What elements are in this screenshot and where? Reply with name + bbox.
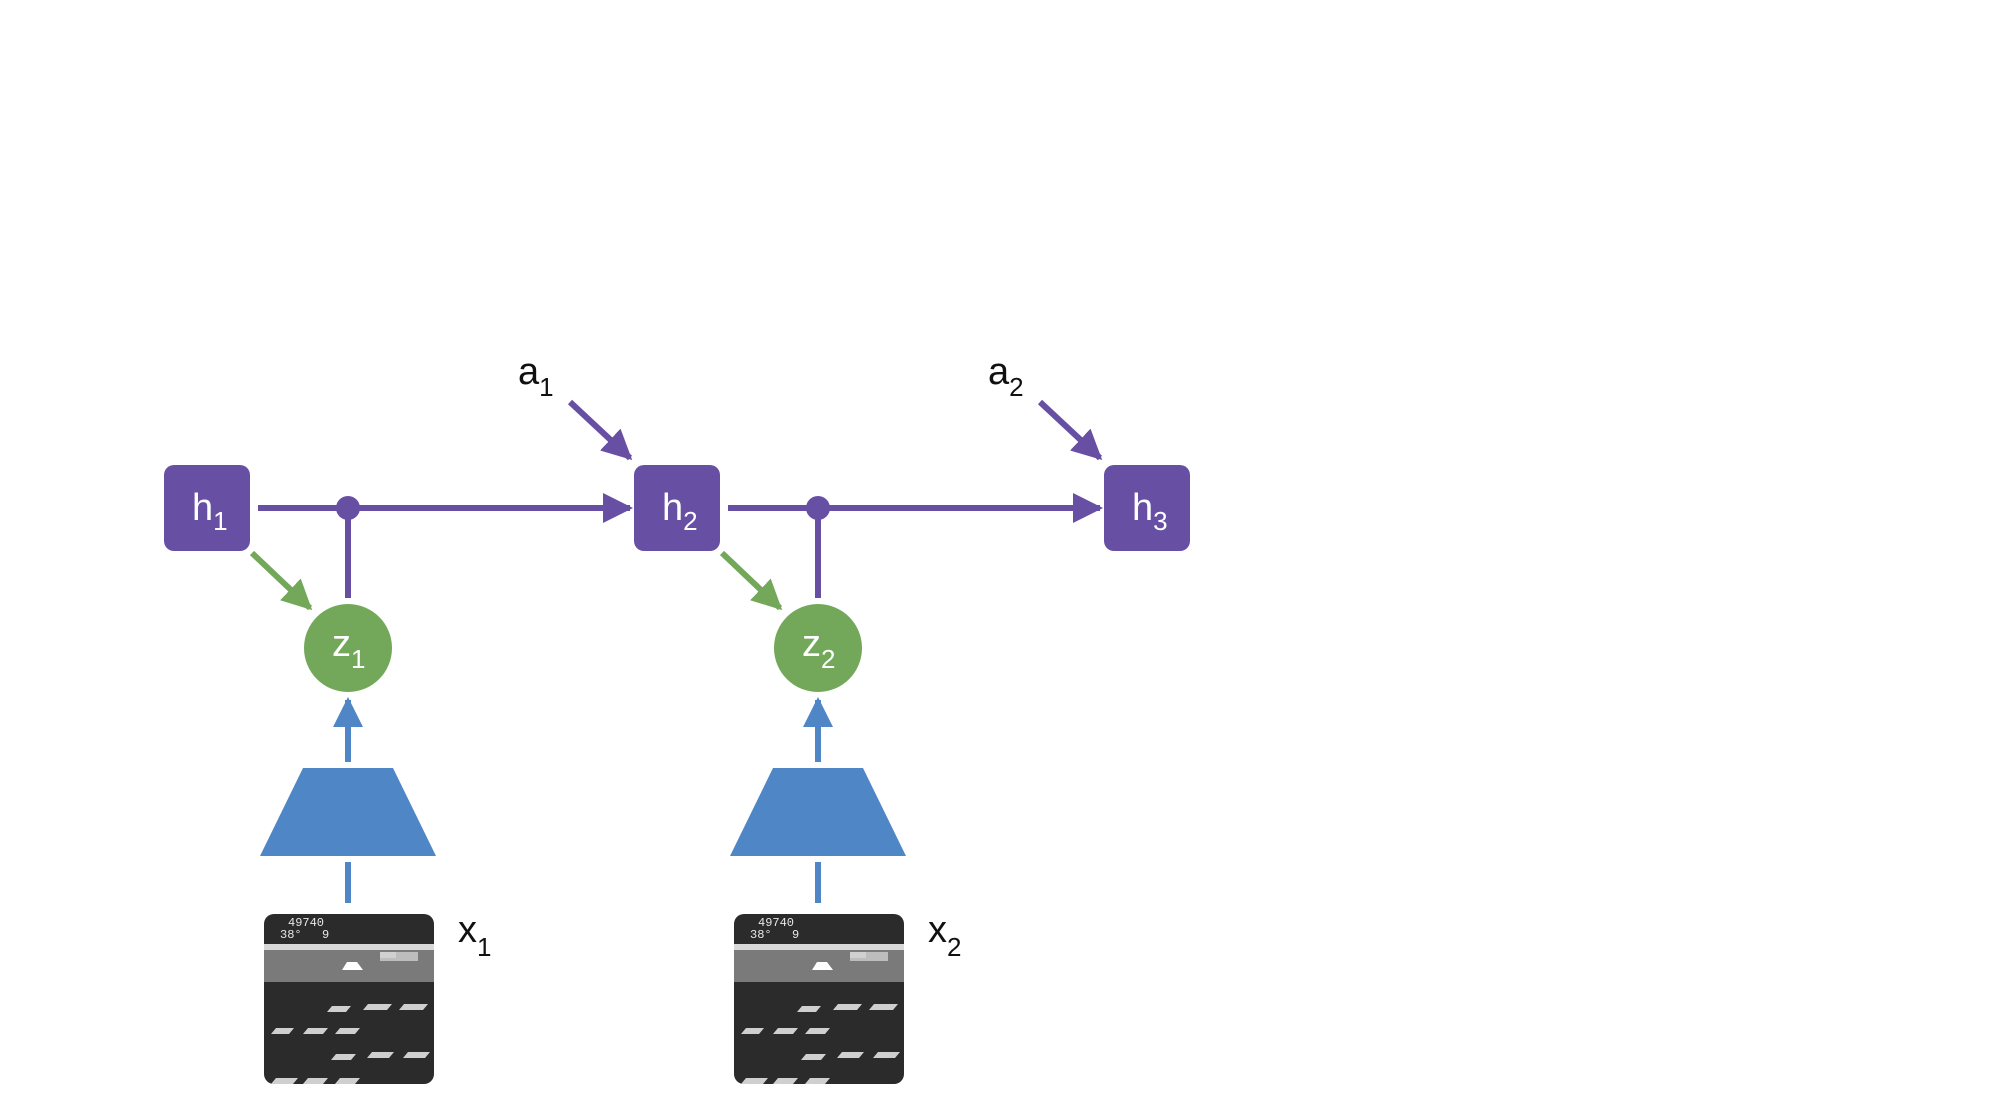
action-label-a1: a1 [518, 351, 554, 402]
x1-label: x [458, 909, 477, 951]
a1-sub: 1 [539, 372, 553, 402]
observation-label-x2: x2 [928, 909, 961, 962]
frame2-score: 49740 [758, 916, 794, 930]
x2-label: x [928, 909, 947, 951]
h2-label: h [662, 487, 683, 529]
h3-sub: 3 [1153, 506, 1167, 536]
merge-dot-2 [806, 496, 830, 520]
frame1-score: 49740 [288, 916, 324, 930]
svg-text:h3: h3 [1132, 487, 1168, 536]
latent-z1: z1 [304, 604, 392, 692]
merge-dot-1 [336, 496, 360, 520]
hidden-state-h3: h3 [1104, 465, 1190, 551]
observation-frame-x1: 49740 38° 9 [264, 914, 434, 1084]
h2-sub: 2 [683, 506, 697, 536]
encoder-1 [260, 768, 436, 856]
observation-frame-x2: 49740 38° 9 [734, 914, 904, 1084]
frame2-temp: 38° [750, 928, 772, 942]
frame1-lives: 9 [322, 928, 329, 942]
a2-label: a [988, 351, 1010, 393]
encoder-2 [730, 768, 906, 856]
prior-arrow-h1-z1 [249, 550, 313, 611]
x1-sub: 1 [477, 932, 491, 962]
action-arrow-a1 [567, 399, 633, 461]
a1-label: a [518, 351, 540, 393]
frame1-temp: 38° [280, 928, 302, 942]
frame2-lives: 9 [792, 928, 799, 942]
prior-arrow-h2-z2 [719, 550, 783, 611]
action-label-a2: a2 [988, 351, 1024, 402]
z2-label: z [802, 623, 821, 665]
h1-sub: 1 [213, 506, 227, 536]
z1-sub: 1 [351, 644, 365, 674]
svg-text:h2: h2 [662, 487, 698, 536]
z2-sub: 2 [821, 644, 835, 674]
hidden-state-h1: h1 [164, 465, 250, 551]
h3-label: h [1132, 487, 1153, 529]
svg-text:z2: z2 [802, 623, 835, 674]
latent-z2: z2 [774, 604, 862, 692]
x2-sub: 2 [947, 932, 961, 962]
h1-label: h [192, 487, 213, 529]
svg-text:z1: z1 [332, 623, 365, 674]
hidden-state-h2: h2 [634, 465, 720, 551]
a2-sub: 2 [1009, 372, 1023, 402]
svg-text:h1: h1 [192, 487, 228, 536]
action-arrow-a2 [1037, 399, 1103, 461]
observation-label-x1: x1 [458, 909, 491, 962]
z1-label: z [332, 623, 351, 665]
